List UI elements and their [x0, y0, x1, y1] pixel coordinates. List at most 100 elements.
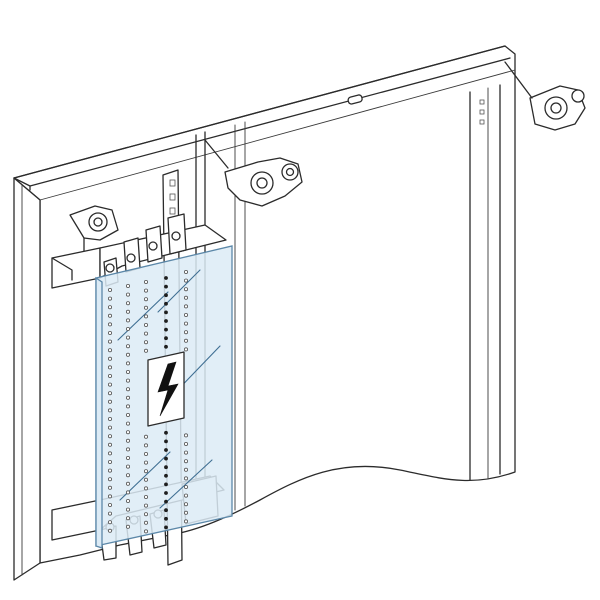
perforation-hole: [108, 511, 113, 516]
perforation-hole: [126, 344, 131, 349]
perforation-hole: [143, 469, 148, 474]
perforation-hole: [183, 321, 188, 326]
perforation-hole: [108, 494, 113, 499]
perforation-hole: [126, 447, 131, 452]
perforation-hole: [164, 284, 168, 289]
perforation-hole: [126, 481, 131, 486]
perforation-hole: [108, 425, 113, 430]
perforation-hole: [183, 269, 188, 274]
perforation-hole: [126, 464, 131, 469]
perforation-hole: [108, 528, 113, 533]
hinge-bracket-right: [504, 61, 586, 131]
perforation-hole: [126, 404, 131, 409]
perforation-hole: [126, 326, 131, 331]
perforation-hole: [143, 305, 148, 310]
perforation-hole: [108, 451, 113, 456]
perforation-hole: [164, 430, 168, 435]
perforation-hole: [143, 460, 148, 465]
perforation-hole: [126, 430, 131, 435]
perforation-hole: [108, 356, 113, 361]
perforation-hole: [164, 491, 168, 495]
perforation-hole: [143, 486, 148, 491]
perforation-hole: [164, 508, 168, 513]
perforation-hole: [143, 434, 148, 439]
perforation-hole: [108, 416, 113, 421]
perforation-hole: [183, 476, 188, 481]
perforation-hole: [126, 378, 131, 383]
perforation-hole: [183, 287, 188, 292]
perforation-hole: [183, 330, 188, 335]
perforation-hole: [126, 421, 131, 426]
perforation-hole: [143, 477, 148, 482]
perforation-hole: [183, 450, 188, 455]
perforation-hole: [126, 516, 131, 521]
perforation-hole: [183, 347, 188, 352]
perforation-hole: [143, 297, 148, 302]
perforation-hole: [108, 287, 113, 292]
perforation-hole: [164, 465, 168, 470]
perforation-hole: [164, 439, 168, 444]
perforation-hole: [183, 467, 188, 472]
perforation-hole: [126, 387, 131, 392]
perforation-hole: [164, 473, 168, 478]
perforation-hole: [126, 361, 131, 366]
perforation-hole: [143, 443, 148, 448]
perforation-hole: [126, 292, 131, 297]
perforation-hole: [164, 344, 168, 349]
perforation-hole: [164, 301, 168, 306]
perforation-hole: [164, 336, 168, 341]
perforation-hole: [143, 348, 148, 353]
perforation-hole: [126, 455, 131, 460]
perforation-hole: [108, 330, 113, 335]
perforation-hole: [143, 322, 148, 327]
perforation-hole: [183, 510, 188, 515]
perforation-hole: [108, 399, 113, 404]
enclosure-panel: [13, 45, 516, 581]
perforation-hole: [164, 525, 168, 530]
perforation-hole: [126, 473, 131, 478]
perforation-hole: [164, 276, 168, 280]
perforation-hole: [183, 433, 188, 438]
perforation-hole: [143, 340, 148, 345]
perforation-hole: [164, 499, 168, 504]
perforation-hole: [108, 382, 113, 387]
perforation-hole: [108, 391, 113, 396]
perforation-hole: [126, 301, 131, 306]
perforation-hole: [126, 318, 131, 323]
perforation-hole: [183, 519, 188, 524]
perforation-hole: [143, 314, 148, 319]
perforation-hole: [143, 503, 148, 508]
perforation-hole: [108, 502, 113, 507]
perforation-hole: [108, 313, 113, 318]
perforation-hole: [143, 494, 148, 499]
hinge-bracket-middle: [204, 139, 303, 207]
perforation-hole: [126, 369, 131, 374]
perforation-hole: [126, 524, 131, 529]
perforation-hole: [183, 295, 188, 300]
busbar-perforations: [108, 269, 188, 534]
perforation-hole: [126, 395, 131, 400]
perforation-hole: [183, 493, 188, 498]
perforation-hole: [126, 283, 131, 288]
perforation-hole: [164, 456, 168, 461]
perforation-hole: [143, 451, 148, 456]
perforation-hole: [108, 520, 113, 525]
perforation-hole: [108, 305, 113, 310]
perforation-hole: [108, 348, 113, 353]
perforation-hole: [126, 490, 131, 495]
perforation-hole: [164, 327, 168, 332]
high-voltage-warning-icon: [147, 351, 185, 427]
perforation-hole: [143, 279, 148, 284]
perforation-hole: [143, 512, 148, 517]
perforation-hole: [164, 310, 168, 315]
perforation-hole: [126, 498, 131, 503]
perforation-hole: [108, 339, 113, 344]
perforation-hole: [164, 293, 168, 298]
perforation-hole: [126, 335, 131, 340]
perforation-hole: [164, 516, 168, 521]
perforation-hole: [108, 468, 113, 473]
perforation-hole: [108, 373, 113, 378]
perforation-hole: [108, 296, 113, 301]
